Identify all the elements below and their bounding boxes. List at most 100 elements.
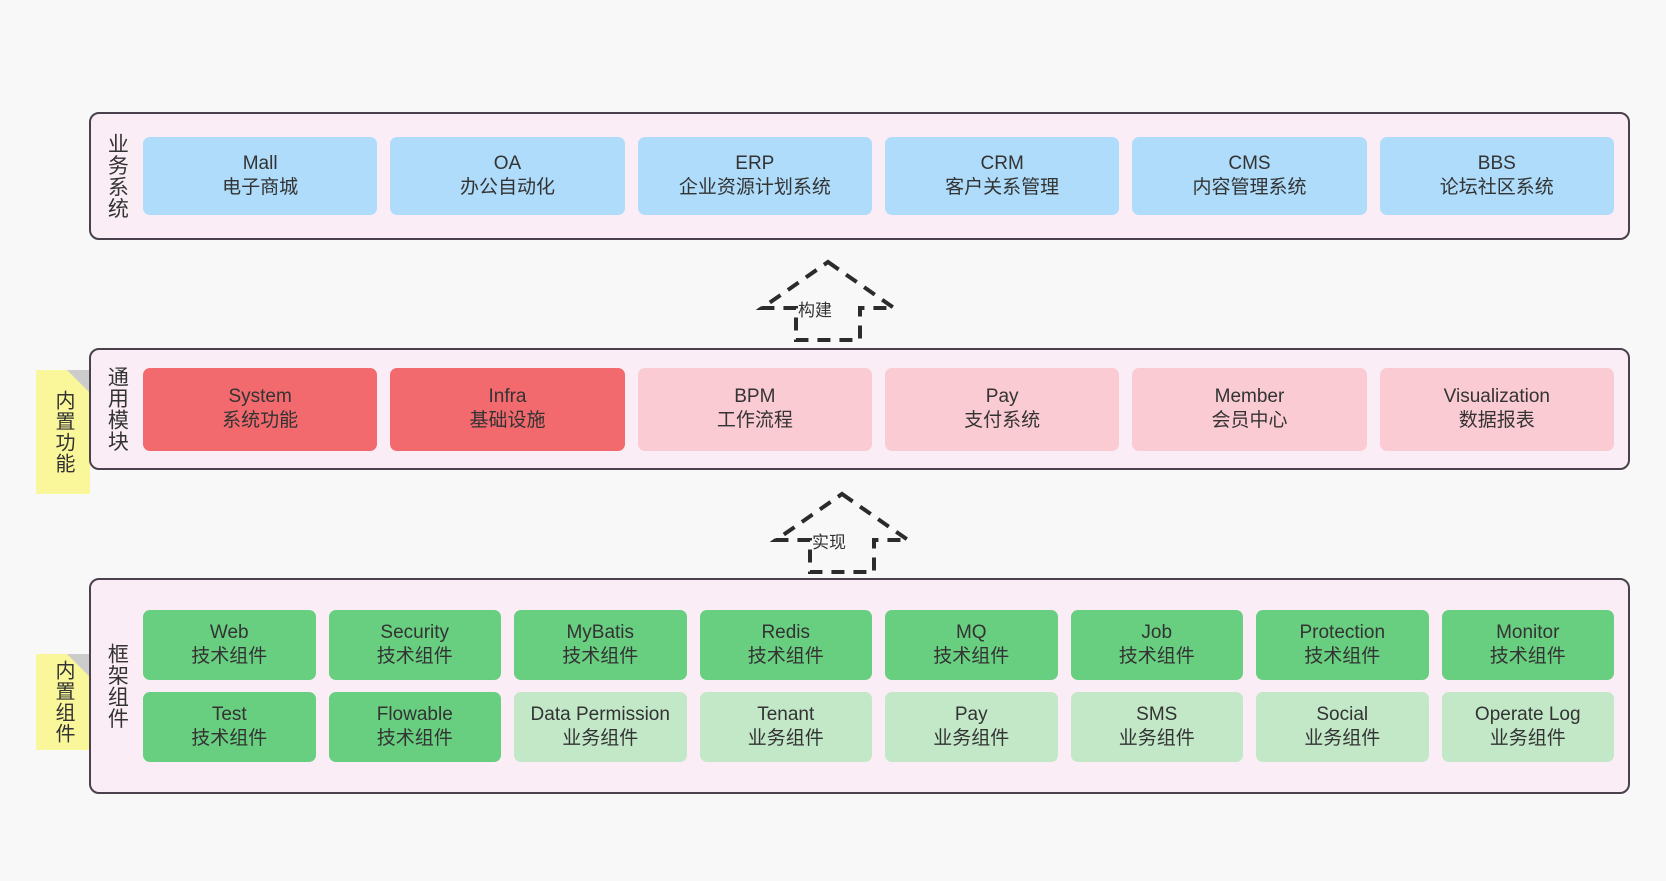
card-redis-en: Redis xyxy=(761,622,811,644)
card-social-en: Social xyxy=(1316,704,1369,726)
card-mybatis-cn: 技术组件 xyxy=(562,646,639,667)
card-oa-cn: 办公自动化 xyxy=(459,177,555,198)
layer-business-system-title: 业务系统 xyxy=(105,133,129,219)
layer-framework-component: 框架组件 Web 技术组件 Security 技术组件 MyBatis 技术组件… xyxy=(89,578,1630,794)
card-mybatis[interactable]: MyBatis 技术组件 xyxy=(514,610,687,680)
layer-business-system: 业务系统 Mall 电子商城 OA 办公自动化 ERP 企业资源计划系统 CRM… xyxy=(89,112,1630,240)
card-erp[interactable]: ERP 企业资源计划系统 xyxy=(637,137,872,215)
card-bpm-en: BPM xyxy=(734,386,776,408)
card-flowable-cn: 技术组件 xyxy=(376,728,453,749)
card-sms-cn: 业务组件 xyxy=(1118,728,1195,749)
card-tenant-en: Tenant xyxy=(757,704,815,726)
card-monitor[interactable]: Monitor 技术组件 xyxy=(1441,610,1614,680)
card-redis-cn: 技术组件 xyxy=(747,646,824,667)
card-cms-en: CMS xyxy=(1228,153,1271,175)
card-data-permission-en: Data Permission xyxy=(530,704,670,726)
card-cms-cn: 内容管理系统 xyxy=(1192,177,1307,198)
layer-common-module-cards: System 系统功能 Infra 基础设施 BPM 工作流程 Pay 支付系统… xyxy=(141,350,1628,468)
card-pay-component[interactable]: Pay 业务组件 xyxy=(885,692,1058,762)
card-web-en: Web xyxy=(209,622,249,644)
note-builtin-component: 内置组件 xyxy=(36,654,90,750)
card-bbs[interactable]: BBS 论坛社区系统 xyxy=(1379,137,1614,215)
card-visualization[interactable]: Visualization 数据报表 xyxy=(1379,367,1614,451)
card-security[interactable]: Security 技术组件 xyxy=(328,610,501,680)
card-system-cn: 系统功能 xyxy=(222,410,299,431)
card-tenant-cn: 业务组件 xyxy=(747,728,824,749)
card-sms-en: SMS xyxy=(1136,704,1178,726)
card-operate-log[interactable]: Operate Log 业务组件 xyxy=(1441,692,1614,762)
card-erp-cn: 企业资源计划系统 xyxy=(678,177,831,198)
card-mq[interactable]: MQ 技术组件 xyxy=(885,610,1058,680)
card-system[interactable]: System 系统功能 xyxy=(143,367,378,451)
card-job-en: Job xyxy=(1141,622,1173,644)
card-redis[interactable]: Redis 技术组件 xyxy=(699,610,872,680)
arrow-build-label: 构建 xyxy=(798,301,832,320)
layer-framework-component-cards: Web 技术组件 Security 技术组件 MyBatis 技术组件 Redi… xyxy=(141,580,1628,792)
card-operate-log-en: Operate Log xyxy=(1474,704,1581,726)
card-data-permission-cn: 业务组件 xyxy=(562,728,639,749)
card-bpm-cn: 工作流程 xyxy=(716,410,793,431)
arrow-implement-label: 实现 xyxy=(812,533,846,552)
layer-business-system-cards: Mall 电子商城 OA 办公自动化 ERP 企业资源计划系统 CRM 客户关系… xyxy=(141,114,1628,238)
card-oa-en: OA xyxy=(493,153,522,175)
card-mq-cn: 技术组件 xyxy=(933,646,1010,667)
arrow-implement-shape xyxy=(769,491,915,574)
card-visualization-cn: 数据报表 xyxy=(1458,410,1535,431)
card-web-cn: 技术组件 xyxy=(191,646,268,667)
card-flowable-en: Flowable xyxy=(376,704,453,726)
card-pay-module-cn: 支付系统 xyxy=(964,410,1041,431)
card-security-cn: 技术组件 xyxy=(376,646,453,667)
card-member-cn: 会员中心 xyxy=(1211,410,1288,431)
card-mybatis-en: MyBatis xyxy=(566,622,635,644)
card-mall-cn: 电子商城 xyxy=(222,177,299,198)
card-sms[interactable]: SMS 业务组件 xyxy=(1070,692,1243,762)
arrow-build-shape xyxy=(755,259,901,342)
framework-row-technical: Web 技术组件 Security 技术组件 MyBatis 技术组件 Redi… xyxy=(143,610,1614,680)
card-member[interactable]: Member 会员中心 xyxy=(1132,367,1367,451)
card-member-en: Member xyxy=(1214,386,1285,408)
card-web[interactable]: Web 技术组件 xyxy=(143,610,316,680)
note-builtin-component-label: 内置组件 xyxy=(52,660,74,744)
card-tenant[interactable]: Tenant 业务组件 xyxy=(699,692,872,762)
card-crm[interactable]: CRM 客户关系管理 xyxy=(884,137,1120,215)
card-pay-component-en: Pay xyxy=(954,704,988,726)
card-pay-module[interactable]: Pay 支付系统 xyxy=(884,367,1120,451)
card-social[interactable]: Social 业务组件 xyxy=(1256,692,1429,762)
card-visualization-en: Visualization xyxy=(1443,386,1550,408)
card-mall-en: Mall xyxy=(242,153,278,175)
card-mall[interactable]: Mall 电子商城 xyxy=(143,137,378,215)
card-test[interactable]: Test 技术组件 xyxy=(143,692,316,762)
card-protection-en: Protection xyxy=(1299,622,1386,644)
card-infra-en: Infra xyxy=(488,386,527,408)
card-monitor-cn: 技术组件 xyxy=(1489,646,1566,667)
card-job-cn: 技术组件 xyxy=(1118,646,1195,667)
card-monitor-en: Monitor xyxy=(1496,622,1560,644)
card-oa[interactable]: OA 办公自动化 xyxy=(390,137,625,215)
card-cms[interactable]: CMS 内容管理系统 xyxy=(1132,137,1367,215)
card-security-en: Security xyxy=(380,622,450,644)
card-bbs-cn: 论坛社区系统 xyxy=(1439,177,1554,198)
card-protection[interactable]: Protection 技术组件 xyxy=(1256,610,1429,680)
card-bpm[interactable]: BPM 工作流程 xyxy=(637,367,872,451)
note-builtin-function: 内置功能 xyxy=(36,370,90,494)
arrow-implement: 实现 xyxy=(769,491,915,574)
card-infra[interactable]: Infra 基础设施 xyxy=(390,367,625,451)
card-flowable[interactable]: Flowable 技术组件 xyxy=(328,692,501,762)
layer-common-module: 通用模块 System 系统功能 Infra 基础设施 BPM 工作流程 Pay… xyxy=(89,348,1630,470)
framework-row-business: Test 技术组件 Flowable 技术组件 Data Permission … xyxy=(143,692,1614,762)
card-bbs-en: BBS xyxy=(1477,153,1516,175)
card-pay-component-cn: 业务组件 xyxy=(933,728,1010,749)
card-protection-cn: 技术组件 xyxy=(1304,646,1381,667)
layer-common-module-title: 通用模块 xyxy=(105,366,129,452)
card-crm-en: CRM xyxy=(980,153,1024,175)
card-data-permission[interactable]: Data Permission 业务组件 xyxy=(514,692,687,762)
card-crm-cn: 客户关系管理 xyxy=(945,177,1060,198)
card-infra-cn: 基础设施 xyxy=(469,410,546,431)
card-pay-module-en: Pay xyxy=(985,386,1019,408)
card-job[interactable]: Job 技术组件 xyxy=(1070,610,1243,680)
card-operate-log-cn: 业务组件 xyxy=(1489,728,1566,749)
card-social-cn: 业务组件 xyxy=(1304,728,1381,749)
card-erp-en: ERP xyxy=(735,153,775,175)
layer-framework-component-title: 框架组件 xyxy=(105,643,129,729)
arrow-build: 构建 xyxy=(755,259,901,342)
